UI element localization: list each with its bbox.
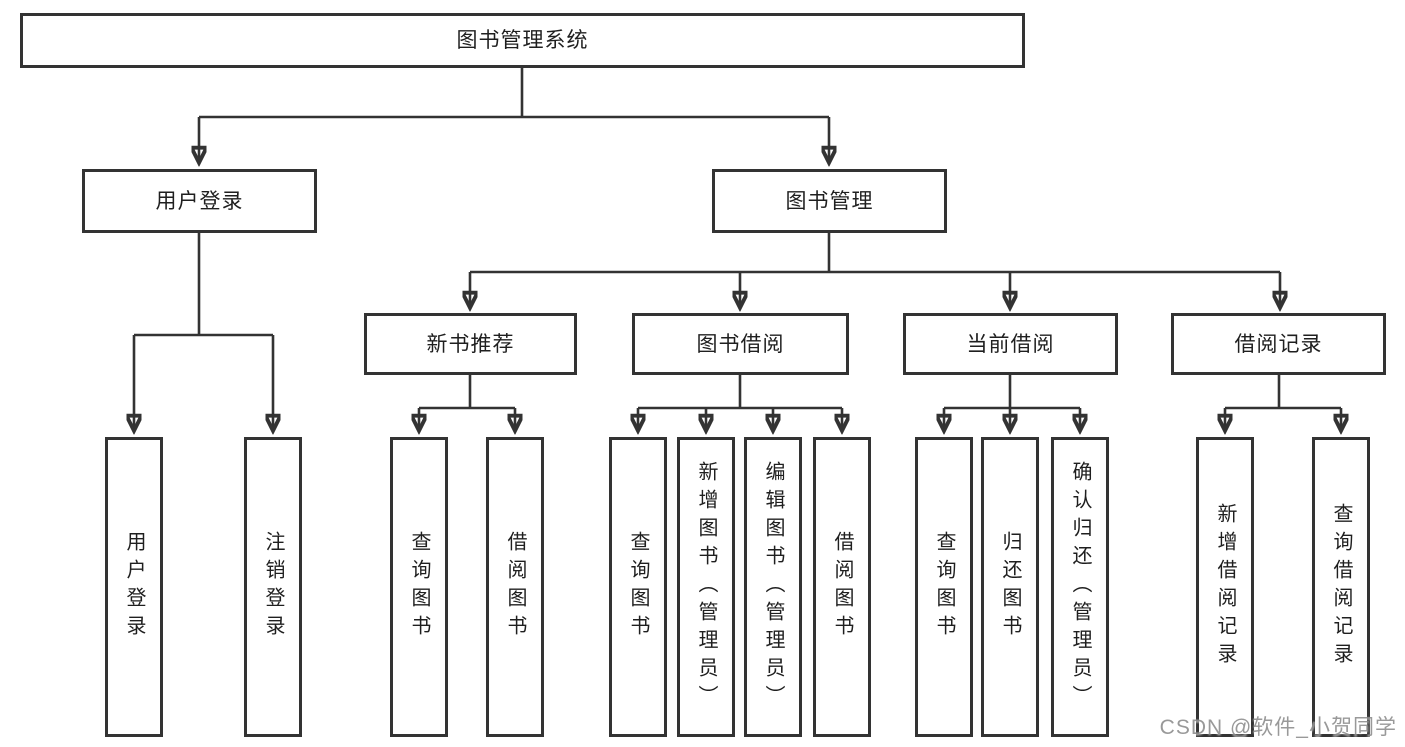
node-leaf-newbook-borrow: 借阅图书 <box>486 437 544 737</box>
node-leaf-current-confirm-return-label: 确认归还（管理员） <box>1069 461 1091 713</box>
node-leaf-borrow-edit-label: 编辑图书（管理员） <box>762 461 784 713</box>
node-book-borrow: 图书借阅 <box>632 313 849 375</box>
node-leaf-records-add: 新增借阅记录 <box>1196 437 1254 737</box>
node-leaf-logout: 注销登录 <box>244 437 302 737</box>
node-leaf-borrow-edit: 编辑图书（管理员） <box>744 437 802 737</box>
node-new-book-recommend-label: 新书推荐 <box>426 332 515 356</box>
node-leaf-user-login: 用户登录 <box>105 437 163 737</box>
node-book-management-label: 图书管理 <box>785 189 874 213</box>
node-borrow-records-label: 借阅记录 <box>1234 332 1323 356</box>
node-user-login: 用户登录 <box>82 169 317 233</box>
node-borrow-records: 借阅记录 <box>1171 313 1386 375</box>
csdn-watermark: CSDN @软件_小贺同学 <box>1159 716 1397 739</box>
node-leaf-borrow-add-label: 新增图书（管理员） <box>695 461 717 713</box>
node-leaf-newbook-query: 查询图书 <box>390 437 448 737</box>
node-leaf-newbook-query-label: 查询图书 <box>408 531 430 643</box>
node-current-borrow: 当前借阅 <box>903 313 1118 375</box>
node-leaf-logout-label: 注销登录 <box>262 531 284 643</box>
node-leaf-records-query-label: 查询借阅记录 <box>1330 503 1352 671</box>
node-leaf-current-query-label: 查询图书 <box>933 531 955 643</box>
node-leaf-borrow-book: 借阅图书 <box>813 437 871 737</box>
node-leaf-newbook-borrow-label: 借阅图书 <box>504 531 526 643</box>
node-current-borrow-label: 当前借阅 <box>966 332 1055 356</box>
node-leaf-records-add-label: 新增借阅记录 <box>1214 503 1236 671</box>
node-root: 图书管理系统 <box>20 13 1025 68</box>
node-leaf-current-query: 查询图书 <box>915 437 973 737</box>
node-book-borrow-label: 图书借阅 <box>696 332 785 356</box>
node-book-management: 图书管理 <box>712 169 947 233</box>
node-leaf-borrow-query-label: 查询图书 <box>627 531 649 643</box>
node-leaf-borrow-add: 新增图书（管理员） <box>677 437 735 737</box>
node-leaf-user-login-label: 用户登录 <box>123 531 145 643</box>
node-root-label: 图书管理系统 <box>456 29 589 52</box>
node-leaf-borrow-query: 查询图书 <box>609 437 667 737</box>
node-leaf-current-confirm-return: 确认归还（管理员） <box>1051 437 1109 737</box>
node-leaf-borrow-book-label: 借阅图书 <box>831 531 853 643</box>
node-new-book-recommend: 新书推荐 <box>364 313 577 375</box>
node-leaf-current-return: 归还图书 <box>981 437 1039 737</box>
node-leaf-current-return-label: 归还图书 <box>999 531 1021 643</box>
node-leaf-records-query: 查询借阅记录 <box>1312 437 1370 737</box>
node-user-login-label: 用户登录 <box>155 189 244 213</box>
